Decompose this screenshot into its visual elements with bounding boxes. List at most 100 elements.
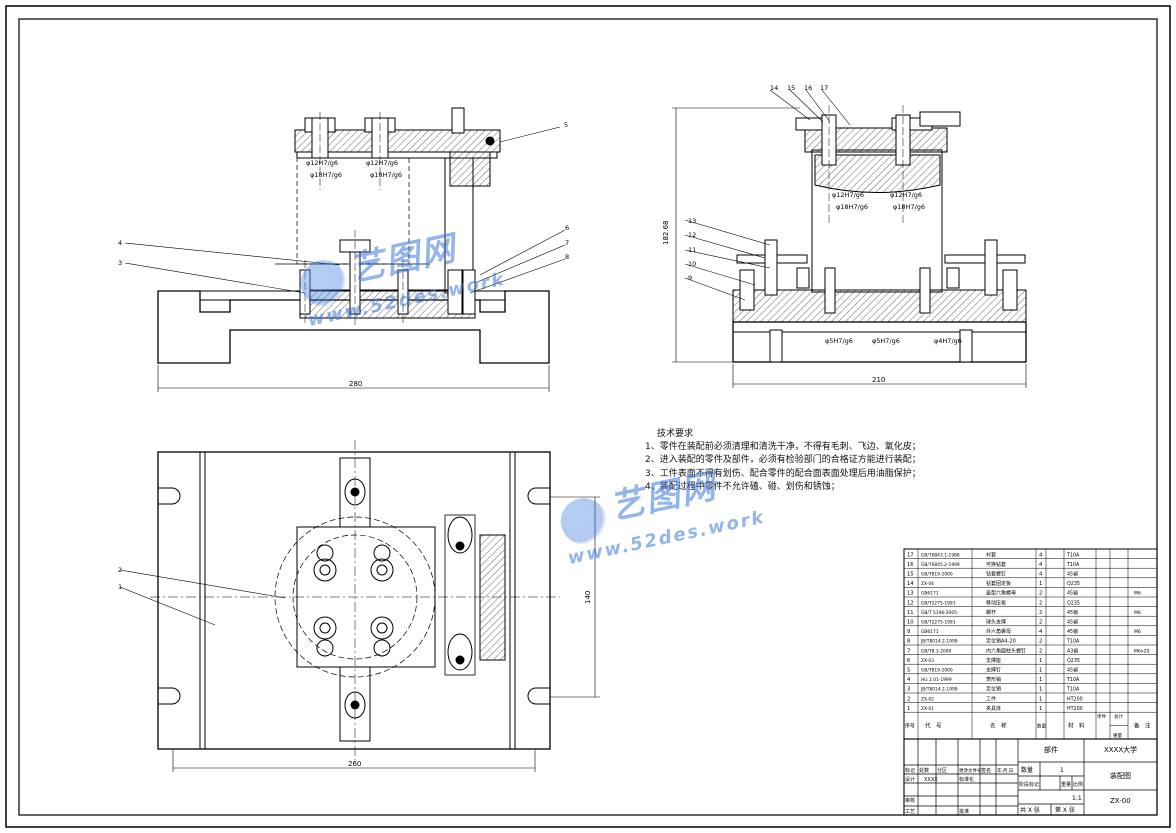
bom-cell-qty: 4 [1039,552,1043,558]
bom-cell-code: HG 2.01-1999 [921,677,952,683]
title-school: XXXX大学 [1104,745,1137,754]
bom-header-material: 材 料 [1068,722,1085,730]
balloon-label: 11 [688,246,696,254]
bom-cell-code: GB/T8.3-2000 [921,648,952,654]
bom-cell-name: 钻套螺钉 [986,571,1006,578]
title-block [903,738,1158,816]
bom-cell-material: T10A [1066,552,1080,558]
title-row-label: 审核 [905,797,915,804]
side-fit-label: φ5H7/g6 [825,337,853,345]
title-sheet: 第 X 张 [1055,806,1075,814]
bom-cell-qty: 2 [1039,610,1042,616]
bom-header-weight: 重量 [1113,732,1122,739]
bom-cell-name: 定位销A4-20 [986,638,1016,645]
plan-view [119,440,600,772]
title-sign-label: 年.月.日 [997,767,1013,774]
bom-cell-material: Q235 [1067,581,1080,587]
balloon-label: 2 [118,566,122,574]
inner-border [18,18,1158,816]
front-fit-label: φ18H7/g6 [310,171,342,179]
balloon-label: 13 [688,217,696,225]
technical-requirements: 技术要求 1、零件在装配前必须清理和清洗干净，不得有毛刺、飞边、氧化皮； 2、进… [645,428,985,494]
bom-cell-no: 9 [907,629,910,635]
title-approve-label: 批准 [959,808,969,815]
bom-cell-code: GB6171 [921,591,939,597]
bom-header-name: 名 称 [990,722,1007,730]
bom-cell-code: GB/T 5196-2005 [921,610,957,616]
bom-cell-note: M6x20 [1134,648,1150,654]
title-sign-label: 分区 [937,767,947,774]
bom-cell-code: ZX-02 [921,696,934,702]
bom-cell-name: 外六角螺母 [986,628,1011,635]
bom-cell-code: GB/T6845.2-1999 [921,562,960,568]
title-quantity: 1 [1060,767,1064,774]
bom-cell-material: T10A [1066,639,1080,645]
bom-header-note: 备 注 [1134,722,1151,730]
bom-cell-code: GB/T6843.1-1986 [921,552,960,558]
bom-cell-material: Q235 [1067,600,1080,606]
bom-cell-no: 6 [907,658,910,664]
title-sign-label: 更改文件号 [959,767,982,774]
bom-header-qty: 数量 [1037,723,1046,730]
bom-cell-material: 45钢 [1067,571,1078,578]
title-row-label: 标记 [905,767,915,774]
title-quantity-label: 数量 [1021,766,1033,774]
title-sign-label: 处数 [919,767,929,774]
bom-cell-no: 1 [907,706,910,712]
side-dim-210: 210 [872,376,885,384]
balloon-label: 14 [770,84,778,92]
bom-cell-qty: 2 [1039,620,1042,626]
bom-cell-material: 45钢 [1067,609,1078,616]
bom-cell-no: 16 [907,562,914,568]
bom-cell-qty: 2 [1039,648,1042,654]
balloon-label: 17 [820,84,828,92]
front-fit-label: φ12H7/g6 [306,159,338,167]
title-sheets: 共 X 张 [1020,806,1040,814]
bom-cell-name: 衬套 [986,551,996,558]
requirement-item: 1、零件在装配前必须清理和清洗干净，不得有毛刺、飞边、氧化皮； [645,442,921,453]
bom-cell-qty: 2 [1039,591,1042,597]
bom-cell-material: A3钢 [1067,647,1078,654]
plan-dim-260: 260 [348,760,361,768]
bom-cell-name: 支撑座 [986,657,1001,664]
title-designer: XXXX [924,777,938,783]
bom-cell-qty: 1 [1039,706,1042,712]
side-dim-height: 182.68 [662,221,670,246]
bom-cell-material: T10A [1066,677,1080,683]
bom-cell-code: GB/T819-2000 [921,668,953,674]
balloon-label: 16 [804,84,812,92]
bom-cell-material: HT200 [1067,696,1083,702]
bom-cell-note: M6 [1134,610,1141,616]
front-fit-label: φ18H7/g6 [370,171,402,179]
balloon-label: 4 [118,239,122,247]
side-fit-label: φ4H7/g6 [934,337,962,345]
bom-cell-no: 8 [907,639,910,645]
side-fit-label: φ18H7/g6 [893,203,925,211]
bom-cell-name: 菱形销 [986,676,1001,683]
plan-dim-140: 140 [584,591,592,604]
requirement-item: 4、装配过程中零件不允许磕、碰、划伤和锈蚀； [645,481,840,492]
outer-border [5,5,1171,828]
bom-cell-no: 3 [907,687,910,693]
balloon-label: 1 [118,583,122,591]
bom-cell-no: 5 [907,668,910,674]
bom-cell-qty: 2 [1039,600,1042,606]
bom-cell-code: GB/T2275-1991 [921,600,956,606]
bom-cell-name: 支撑钉 [986,667,1001,674]
balloon-label: 7 [565,239,569,247]
bom-cell-name: 夹具体 [986,705,1001,712]
bom-cell-code: ZX-01 [921,706,934,712]
balloon-label: 5 [564,121,568,129]
bom-cell-no: 14 [907,581,914,587]
bom-cell-no: 10 [907,620,914,626]
side-fit-label: φ12H7/g6 [832,191,864,199]
bom-cell-no: 4 [907,677,911,683]
bom-cell-qty: 1 [1039,687,1042,693]
bom-header-code: 代 号 [925,722,942,730]
bom-cell-name: 可换钻套 [986,561,1006,568]
bom-cell-no: 11 [907,610,914,616]
bom-cell-no: 2 [907,696,910,702]
bom-cell-no: 12 [907,600,914,606]
requirement-item: 3、工件表面不得有划伤、配合零件的配合面表面处理后用油脂保护； [645,468,921,479]
bom-cell-qty: 1 [1039,668,1042,674]
